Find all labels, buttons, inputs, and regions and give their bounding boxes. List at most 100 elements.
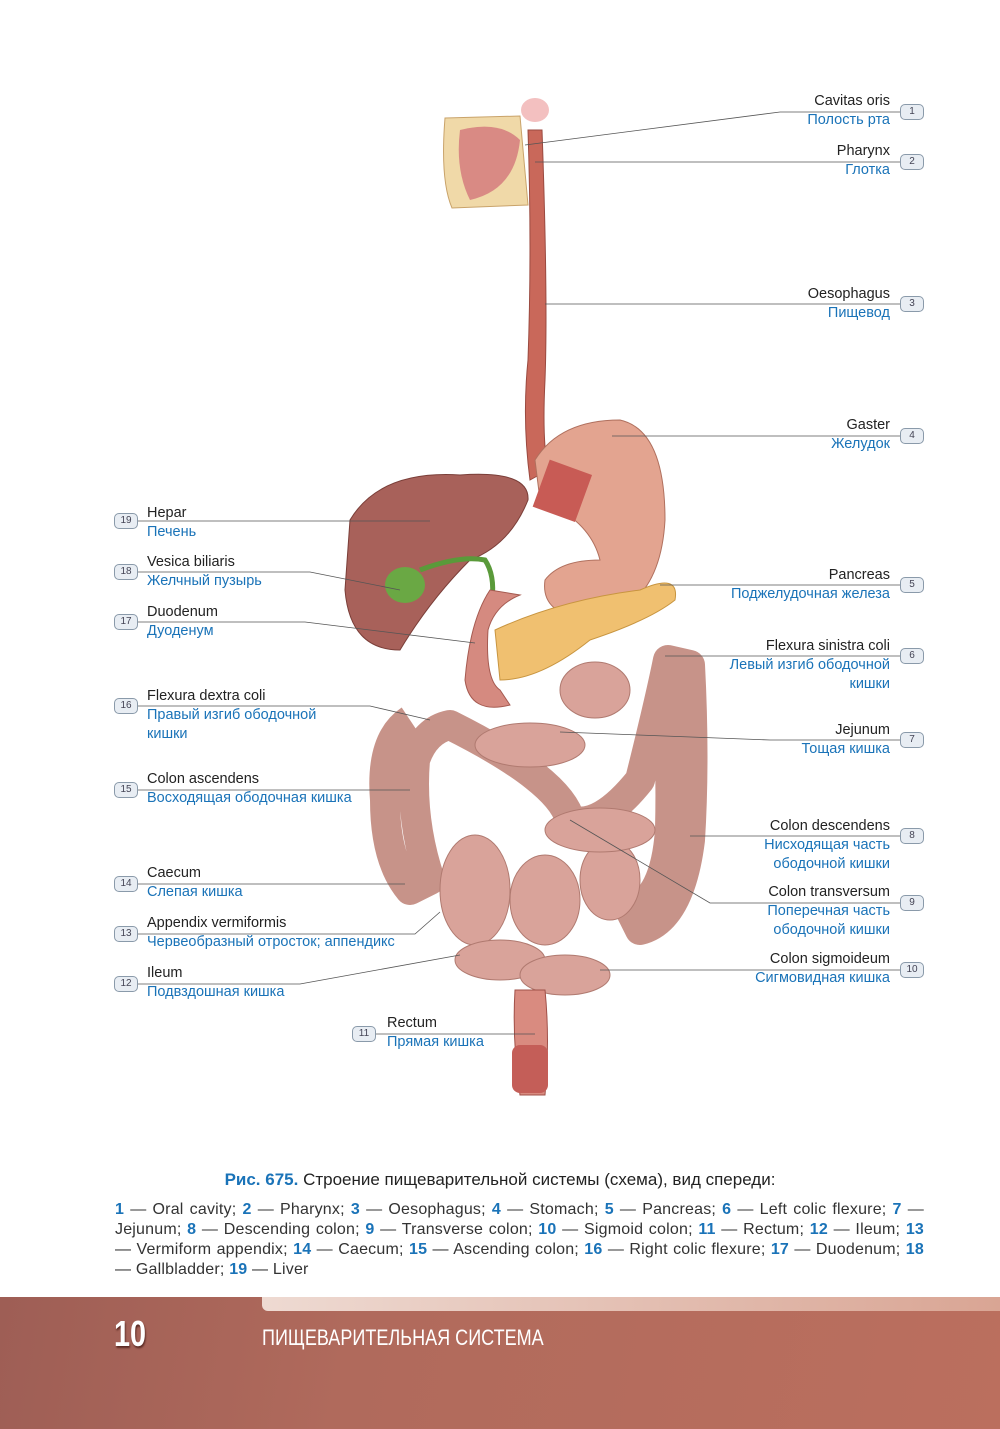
label-russian: Желудок [831, 436, 890, 452]
legend-number: 11 [698, 1221, 716, 1238]
label-russian: ободочной кишки [773, 856, 890, 872]
label-latin: Ileum [147, 965, 183, 981]
label-number-badge: 15 [114, 782, 138, 798]
label-russian: Поперечная часть [767, 903, 890, 919]
digestive-system-illustration [138, 98, 900, 1096]
label-number-badge: 3 [900, 296, 924, 312]
label-russian: Желчный пузырь [147, 573, 262, 589]
label-number-badge: 8 [900, 828, 924, 844]
label-latin: Colon transversum [768, 884, 890, 900]
legend-term: Gallbladder [135, 1261, 220, 1278]
label-number-badge: 7 [900, 732, 924, 748]
legend-number: 2 [242, 1201, 252, 1218]
legend-term: Vermiform appendix [136, 1241, 284, 1258]
legend-number: 4 [491, 1201, 501, 1218]
legend-term: Left colic flexure [759, 1201, 882, 1218]
legend-number: 12 [809, 1221, 828, 1238]
legend-number: 17 [770, 1241, 790, 1258]
legend-number: 7 [892, 1201, 902, 1218]
label-russian: Левый изгиб ободочной [729, 657, 890, 673]
legend-number: 13 [905, 1221, 925, 1238]
legend-number: 10 [538, 1221, 557, 1238]
legend-term: Duodenum [815, 1241, 896, 1258]
figure-caption: Рис. 675. Строение пищеварительной систе… [0, 1170, 1000, 1190]
label-russian: Слепая кишка [147, 884, 243, 900]
label-number-badge: 4 [900, 428, 924, 444]
label-latin: Colon ascendens [147, 771, 260, 787]
label-latin: Vesica biliaris [147, 554, 235, 570]
figure-legend: 1 — Oral cavity; 2 — Pharynx; 3 — Oesoph… [115, 1201, 925, 1278]
label-latin: Jejunum [835, 722, 890, 738]
figure-number: Рис. 675. [224, 1170, 299, 1189]
label-number-badge: 1 [900, 104, 924, 120]
legend-term: Liver [272, 1261, 309, 1278]
label-number-badge: 11 [352, 1026, 376, 1042]
legend-number: 16 [584, 1241, 603, 1258]
legend-term: Rectum [743, 1221, 800, 1238]
label-latin: Pharynx [836, 143, 890, 159]
legend-number: 15 [408, 1241, 428, 1258]
caption-text: Строение пищеварительной системы (схема)… [298, 1170, 776, 1189]
label-russian: Полость рта [807, 112, 890, 128]
legend-number: 1 [115, 1201, 125, 1218]
legend-number: 19 [229, 1261, 248, 1278]
label-russian: Подвздошная кишка [147, 984, 285, 1000]
label-latin: Caecum [147, 865, 201, 881]
legend-term: Caecum [338, 1241, 399, 1258]
legend-number: 6 [722, 1201, 732, 1218]
leader-lines [138, 111, 900, 1035]
legend-number: 5 [604, 1201, 614, 1218]
label-latin: Rectum [387, 1015, 437, 1031]
label-number-badge: 6 [900, 648, 924, 664]
legend-number: 14 [293, 1241, 312, 1258]
label-russian: Нисходящая часть [764, 837, 890, 853]
label-number-badge: 19 [114, 513, 138, 529]
legend-term: Oesophagus [388, 1201, 482, 1218]
legend-term: Jejunum [115, 1221, 177, 1238]
legend-term: Ileum [855, 1221, 896, 1238]
label-number-badge: 17 [114, 614, 138, 630]
label-number-badge: 16 [114, 698, 138, 714]
legend-term: Sigmoid colon [583, 1221, 689, 1238]
label-latin: Colon descendens [769, 818, 890, 834]
legend-number: 3 [350, 1201, 360, 1218]
label-russian: кишки [849, 676, 890, 692]
label-russian: Восходящая ободочная кишка [147, 790, 352, 806]
label-latin: Flexura dextra coli [147, 688, 266, 704]
legend-term: Right colic flexure [629, 1241, 761, 1258]
label-latin: Hepar [147, 505, 187, 521]
footer-tab [262, 1297, 1000, 1311]
label-russian: Правый изгиб ободочной [147, 707, 317, 723]
legend-term: Stomach [529, 1201, 594, 1218]
page-footer [0, 1297, 1000, 1429]
legend-number: 9 [365, 1221, 375, 1238]
label-number-badge: 14 [114, 876, 138, 892]
legend-term: Oral cavity [152, 1201, 232, 1218]
label-latin: Appendix vermiformis [147, 915, 287, 931]
legend-number: 18 [905, 1241, 924, 1258]
label-latin: Pancreas [828, 567, 890, 583]
page-number: 10 [114, 1313, 147, 1354]
label-russian: кишки [147, 726, 188, 742]
label-russian: Печень [147, 524, 197, 540]
anatomy-drawing [344, 98, 708, 1096]
legend-term: Transverse colon [401, 1221, 529, 1238]
label-russian: Глотка [845, 162, 890, 178]
legend-term: Pharynx [280, 1201, 341, 1218]
label-russian: Дуоденум [147, 623, 214, 639]
label-number-badge: 13 [114, 926, 138, 942]
label-russian: Прямая кишка [387, 1034, 484, 1050]
label-number-badge: 12 [114, 976, 138, 992]
